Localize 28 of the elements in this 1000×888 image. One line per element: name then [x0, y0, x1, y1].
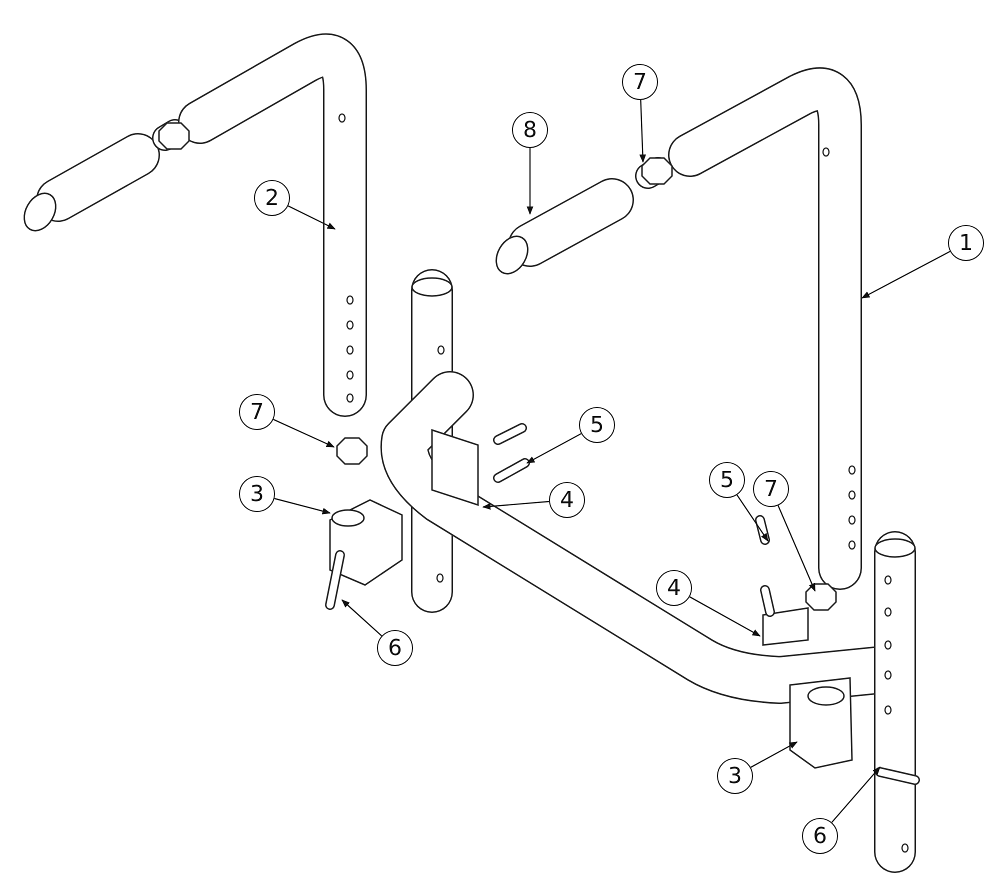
callout-number: 7	[753, 471, 789, 507]
leader-line	[750, 741, 798, 768]
callout-number: 7	[239, 394, 275, 430]
leader-line	[482, 500, 550, 510]
leader-line	[288, 205, 336, 230]
leader-line	[778, 505, 816, 592]
callout-number: 3	[239, 476, 275, 512]
callout-number: 6	[802, 818, 838, 854]
leader-line	[526, 433, 582, 464]
callout-number: 5	[709, 462, 745, 498]
callout-number: 7	[622, 64, 658, 100]
callout-number: 6	[377, 630, 413, 666]
callout-number: 4	[656, 570, 692, 606]
leader-line	[526, 148, 534, 215]
callout-number: 8	[512, 112, 548, 148]
leader-line	[831, 766, 881, 823]
callout-number: 1	[948, 225, 984, 261]
leader-line	[689, 596, 761, 637]
callout-number: 4	[549, 482, 585, 518]
leader-line	[736, 494, 768, 542]
callout-number: 3	[717, 758, 753, 794]
callout-number: 2	[254, 180, 290, 216]
leader-line	[341, 599, 382, 636]
leader-line	[274, 498, 331, 514]
leader-line	[639, 100, 646, 163]
leader-line	[861, 250, 950, 299]
leader-line	[273, 418, 335, 448]
callout-number: 5	[579, 407, 615, 443]
